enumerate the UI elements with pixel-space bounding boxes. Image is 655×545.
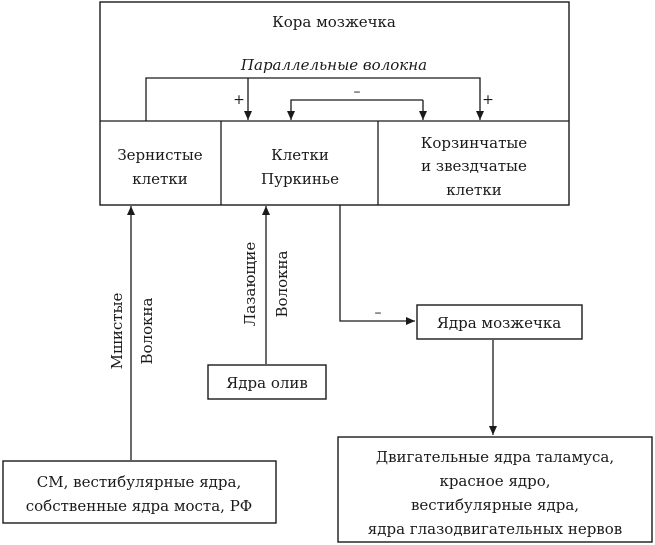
- basket-cells-line3: клетки: [446, 181, 501, 199]
- output-target-line3: вестибулярные ядра,: [411, 496, 579, 514]
- purkinje-cells-line2: Пуркинье: [261, 170, 339, 188]
- mossy-source-box: [2, 460, 277, 524]
- mossy-source-line1: СМ, вестибулярные ядра,: [37, 473, 241, 491]
- cortex-title: Кора мозжечка: [272, 13, 396, 31]
- granule-cells-line2: клетки: [132, 170, 187, 188]
- basket-to-purkinje-inhibition-arrow: [287, 99, 423, 120]
- granule-cells-line1: Зернистые: [117, 146, 202, 164]
- olive-nuclei-box: [207, 364, 327, 400]
- plus-sign-basket: +: [482, 92, 494, 108]
- output-target-line1: Двигательные ядра таламуса,: [376, 448, 614, 466]
- cortex-box: [99, 1, 570, 206]
- cerebellar-nuclei-label: Ядра мозжечка: [437, 314, 562, 332]
- purkinje-to-nuclei-arrow: [339, 205, 415, 325]
- mossy-fibers-line1: Мшистые: [108, 292, 126, 369]
- plus-sign-purkinje: +: [233, 92, 245, 108]
- climbing-fibers-line1: Лазающие: [241, 242, 259, 327]
- output-target-line4: ядра глазодвигательных нервов: [368, 520, 622, 538]
- purkinje-cells-line1: Клетки: [271, 146, 329, 164]
- basket-cells-line2: и звездчатые: [421, 157, 527, 175]
- output-target-line2: красное ядро,: [439, 472, 550, 490]
- parallel-fibers-label: Параллельные волокна: [240, 56, 427, 74]
- olive-nuclei-label: Ядра олив: [226, 374, 308, 392]
- mossy-source-line2: собственные ядра моста, РФ: [26, 497, 253, 515]
- output-targets-box: [337, 436, 653, 543]
- cerebellar-nuclei-box: [416, 304, 583, 340]
- minus-sign-nuclei: –: [375, 305, 382, 321]
- parallel-fiber-to-basket-arrow: [145, 77, 484, 121]
- mossy-fibers-line2: Волокна: [138, 297, 156, 364]
- minus-sign-loop: –: [354, 84, 361, 100]
- basket-cells-line1: Корзинчатые: [421, 134, 528, 152]
- climbing-fibers-line2: Волокна: [273, 250, 291, 317]
